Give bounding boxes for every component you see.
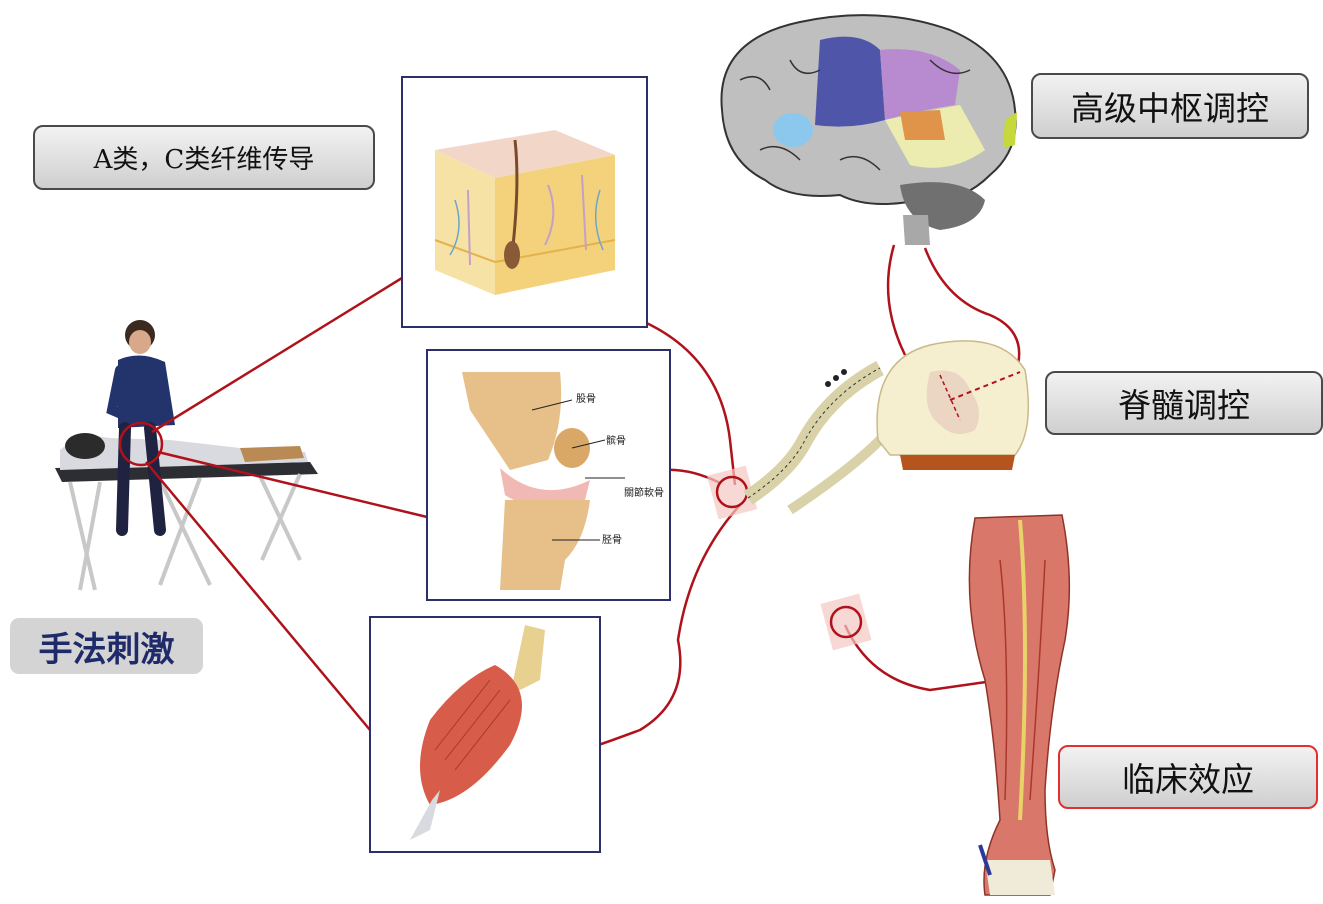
tibia-label: 胫骨 [602,534,622,546]
manual-stimulus-label: 手法刺激 [10,618,203,674]
cartilage-label: 關節軟骨 [624,486,664,499]
patella-label: 髌骨 [606,434,626,447]
femur-label: 股骨 [576,393,596,405]
clinical-effect-label: 临床效应 [1058,745,1318,809]
muscle-panel [370,617,600,852]
higher-center-label: 高级中枢调控 [1031,73,1309,139]
spinal-control-label: 脊髓调控 [1045,371,1323,435]
nerve-junction-markers [707,466,872,651]
fiber-conduction-label: A类，C类纤维传导 [33,125,375,190]
manual-therapy-illustration [55,320,318,590]
spinal-cord-cross-section [877,341,1028,470]
brain-illustration [721,15,1017,245]
knee-joint-panel: 股骨 髌骨 關節軟骨 胫骨 [427,350,670,600]
lower-leg-illustration [969,515,1069,895]
skin-section-panel [402,77,647,327]
